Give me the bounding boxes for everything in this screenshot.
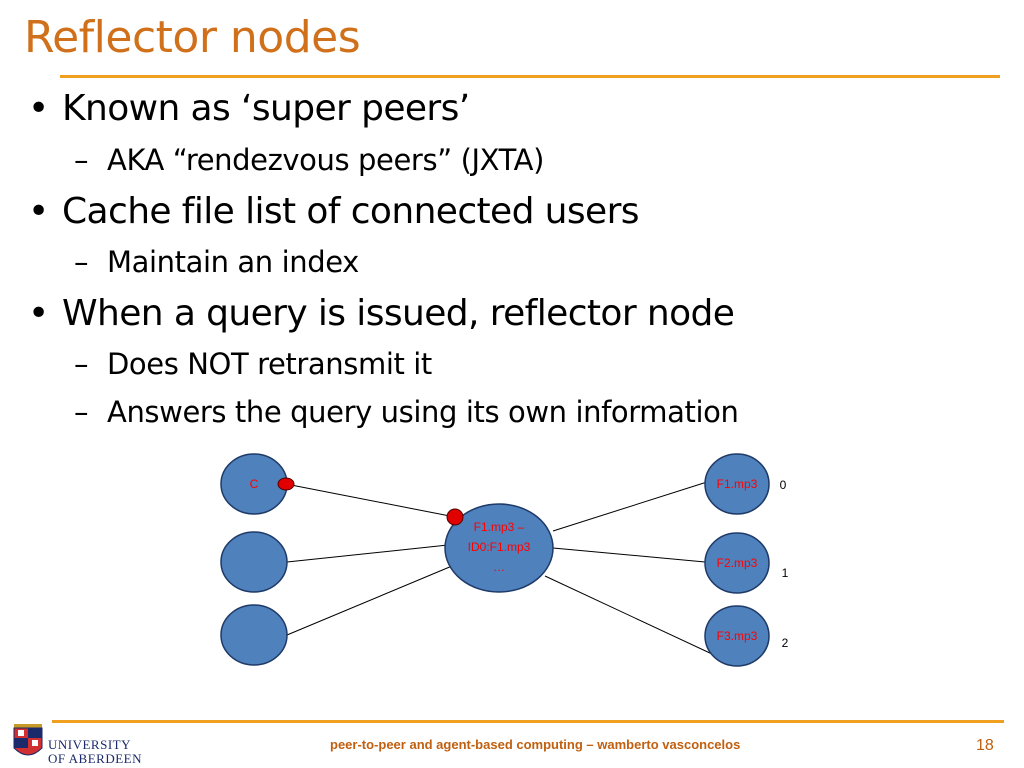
marker-dot bbox=[446, 508, 464, 526]
connection-line bbox=[286, 544, 449, 563]
sub-bullet-item: –Maintain an index bbox=[74, 245, 359, 279]
connection-line bbox=[285, 483, 456, 518]
bullet-mark: • bbox=[28, 191, 49, 232]
bullet-item: • Known as ‘super peers’ bbox=[28, 88, 470, 129]
reflector-label-line: F1.mp3 – bbox=[474, 520, 525, 534]
peer-node bbox=[220, 604, 288, 666]
marker-dot bbox=[277, 477, 295, 491]
sub-bullet-mark: – bbox=[74, 347, 89, 381]
bullet-list: •Known as ‘super peers’ –AKA “rendezvous… bbox=[28, 88, 739, 429]
file-node bbox=[704, 532, 770, 594]
bullet-mark: • bbox=[28, 293, 49, 334]
bullet-text: Cache file list of connected users bbox=[62, 191, 640, 232]
sub-bullet-item: –AKA “rendezvous peers” (JXTA) bbox=[74, 143, 544, 177]
university-logo bbox=[13, 724, 43, 756]
bullet-item: • Cache file list of connected users bbox=[28, 191, 640, 232]
peer-node bbox=[220, 531, 288, 593]
file-node bbox=[704, 453, 770, 515]
file-node-label: F1.mp3 bbox=[717, 477, 758, 491]
title-divider bbox=[60, 75, 1000, 78]
crest-icon bbox=[13, 724, 43, 756]
sub-bullet-text: Maintain an index bbox=[107, 245, 359, 279]
sub-bullet-text: AKA “rendezvous peers” (JXTA) bbox=[107, 143, 545, 177]
reflector-label-line: ID0:F1.mp3 bbox=[468, 540, 531, 554]
reflector-node bbox=[444, 503, 554, 593]
sub-bullet-mark: – bbox=[74, 143, 89, 177]
file-node-id: 1 bbox=[782, 566, 789, 580]
file-node-label: F3.mp3 bbox=[717, 629, 758, 643]
bullet-item: • When a query is issued, reflector node bbox=[28, 293, 735, 334]
file-node bbox=[704, 605, 770, 667]
university-name: UNIVERSITY bbox=[48, 737, 131, 752]
footer-divider bbox=[52, 720, 1004, 723]
bullet-text: When a query is issued, reflector node bbox=[62, 293, 735, 334]
page-number: 18 bbox=[976, 737, 994, 754]
bullet-mark: • bbox=[28, 88, 49, 129]
slide-title: Reflector nodes bbox=[24, 12, 361, 63]
sub-bullet-mark: – bbox=[74, 245, 89, 279]
reflector-label-line: … bbox=[493, 560, 505, 574]
connection-line bbox=[544, 575, 713, 655]
file-node-id: 0 bbox=[780, 478, 787, 492]
sub-bullet-text: Answers the query using its own informat… bbox=[107, 395, 739, 429]
bullet-text: Known as ‘super peers’ bbox=[62, 88, 470, 129]
peer-node-label: C bbox=[250, 477, 259, 491]
sub-bullet-mark: – bbox=[74, 395, 89, 429]
connection-line bbox=[552, 481, 708, 532]
sub-bullet-item: –Does NOT retransmit it bbox=[74, 347, 432, 381]
connection-line bbox=[552, 547, 706, 563]
sub-bullet-text: Does NOT retransmit it bbox=[107, 347, 432, 381]
file-node-id: 2 bbox=[782, 636, 789, 650]
university-place: OF ABERDEEN bbox=[48, 751, 142, 766]
network-diagram: C F1.mp3 – ID0:F1.mp3 … F1.mp3 0 F2.mp3 … bbox=[220, 453, 789, 667]
sub-bullet-item: –Answers the query using its own informa… bbox=[74, 395, 739, 429]
footer-course-text: peer-to-peer and agent-based computing –… bbox=[330, 737, 741, 752]
connection-line bbox=[286, 565, 453, 636]
file-node-label: F2.mp3 bbox=[717, 556, 758, 570]
